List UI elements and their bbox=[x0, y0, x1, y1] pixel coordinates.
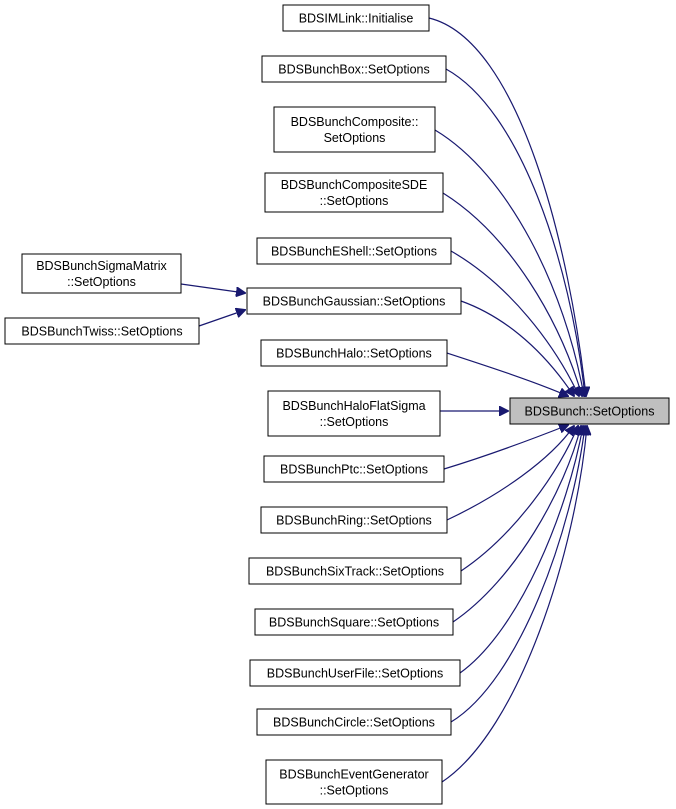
node-box bbox=[249, 659, 461, 687]
edge-composite-to-bunch-set-options bbox=[434, 129, 584, 396]
node-box bbox=[254, 608, 454, 636]
edge-sixtrack-to-bunch-set-options bbox=[460, 426, 578, 572]
node-event-generator[interactable]: BDSBunchEventGenerator::SetOptions bbox=[265, 759, 443, 805]
node-label: BDSBunchComposite:: bbox=[291, 115, 419, 129]
edge-circle-to-bunch-set-options bbox=[450, 426, 585, 723]
node-gaussian[interactable]: BDSBunchGaussian::SetOptions bbox=[246, 287, 462, 315]
node-circle[interactable]: BDSBunchCircle::SetOptions bbox=[256, 708, 452, 736]
node-box[interactable]: BDSBunchBox::SetOptions bbox=[261, 55, 447, 83]
node-box bbox=[260, 339, 448, 367]
edge-gaussian-to-bunch-set-options bbox=[460, 300, 574, 396]
node-label: BDSBunchSquare::SetOptions bbox=[269, 616, 439, 630]
node-composite-sde[interactable]: BDSBunchCompositeSDE::SetOptions bbox=[264, 172, 444, 213]
edge-composite-sde-to-bunch-set-options bbox=[442, 192, 582, 396]
node-sigma-matrix[interactable]: BDSBunchSigmaMatrix::SetOptions bbox=[21, 253, 182, 294]
node-label: BDSIMLink::Initialise bbox=[299, 12, 414, 26]
node-box bbox=[263, 455, 445, 483]
edge-userfile-to-bunch-set-options bbox=[459, 426, 583, 674]
edges-layer bbox=[180, 17, 587, 783]
edge-ring-to-bunch-set-options bbox=[446, 426, 574, 521]
node-box bbox=[509, 397, 670, 425]
node-box bbox=[264, 172, 444, 213]
node-eshell[interactable]: BDSBunchEShell::SetOptions bbox=[256, 237, 452, 265]
node-box bbox=[282, 4, 430, 32]
node-label: BDSBunchTwiss::SetOptions bbox=[21, 325, 182, 339]
node-halo[interactable]: BDSBunchHalo::SetOptions bbox=[260, 339, 448, 367]
node-box bbox=[256, 237, 452, 265]
edge-twiss-to-gaussian bbox=[198, 310, 245, 327]
node-label: BDSBunchSigmaMatrix bbox=[36, 259, 167, 273]
node-box bbox=[265, 759, 443, 805]
node-ring[interactable]: BDSBunchRing::SetOptions bbox=[260, 506, 448, 534]
node-box bbox=[21, 253, 182, 294]
node-userfile[interactable]: BDSBunchUserFile::SetOptions bbox=[249, 659, 461, 687]
node-box bbox=[260, 506, 448, 534]
nodes-layer: BDSBunch::SetOptions BDSIMLink::Initialis… bbox=[4, 4, 670, 805]
node-twiss[interactable]: BDSBunchTwiss::SetOptions bbox=[4, 317, 200, 345]
node-box bbox=[267, 390, 441, 437]
node-box bbox=[246, 287, 462, 315]
node-label: BDSBunchEShell::SetOptions bbox=[271, 245, 437, 259]
node-label: BDSBunchPtc::SetOptions bbox=[280, 463, 428, 477]
edge-eshell-to-bunch-set-options bbox=[450, 250, 579, 396]
node-label: BDSBunchRing::SetOptions bbox=[276, 514, 432, 528]
node-box bbox=[4, 317, 200, 345]
node-label: BDSBunchCompositeSDE bbox=[281, 178, 428, 192]
node-box bbox=[273, 106, 436, 153]
edge-sigma-matrix-to-gaussian bbox=[180, 283, 245, 293]
node-label: ::SetOptions bbox=[67, 275, 136, 289]
node-box bbox=[261, 55, 447, 83]
node-label: ::SetOptions bbox=[320, 415, 389, 429]
edge-square-to-bunch-set-options bbox=[452, 426, 581, 623]
node-label: BDSBunchBox::SetOptions bbox=[278, 63, 429, 77]
node-label: ::SetOptions bbox=[320, 194, 389, 208]
node-label: BDSBunchSixTrack::SetOptions bbox=[266, 565, 444, 579]
node-imlink-initialise[interactable]: BDSIMLink::Initialise bbox=[282, 4, 430, 32]
edge-event-generator-to-bunch-set-options bbox=[441, 426, 587, 783]
node-label: SetOptions bbox=[324, 131, 386, 145]
edge-ptc-to-bunch-set-options bbox=[443, 425, 568, 470]
edge-box-to-bunch-set-options bbox=[445, 68, 585, 396]
node-label: BDSBunchHalo::SetOptions bbox=[276, 347, 432, 361]
node-square[interactable]: BDSBunchSquare::SetOptions bbox=[254, 608, 454, 636]
node-box bbox=[256, 708, 452, 736]
node-sixtrack[interactable]: BDSBunchSixTrack::SetOptions bbox=[248, 557, 462, 585]
node-label: BDSBunchEventGenerator bbox=[279, 768, 428, 782]
node-label: BDSBunchUserFile::SetOptions bbox=[267, 667, 443, 681]
node-bunch-set-options[interactable]: BDSBunch::SetOptions bbox=[509, 397, 670, 425]
node-composite[interactable]: BDSBunchComposite::SetOptions bbox=[273, 106, 436, 153]
node-box bbox=[248, 557, 462, 585]
node-halo-flat-sigma[interactable]: BDSBunchHaloFlatSigma::SetOptions bbox=[267, 390, 441, 437]
node-ptc[interactable]: BDSBunchPtc::SetOptions bbox=[263, 455, 445, 483]
edge-halo-to-bunch-set-options bbox=[446, 352, 568, 396]
node-label: ::SetOptions bbox=[320, 784, 389, 798]
node-label: BDSBunch::SetOptions bbox=[525, 405, 655, 419]
node-label: BDSBunchHaloFlatSigma bbox=[282, 399, 425, 413]
node-label: BDSBunchCircle::SetOptions bbox=[273, 716, 435, 730]
node-label: BDSBunchGaussian::SetOptions bbox=[263, 295, 446, 309]
edge-imlink-initialise-to-bunch-set-options bbox=[428, 17, 586, 396]
